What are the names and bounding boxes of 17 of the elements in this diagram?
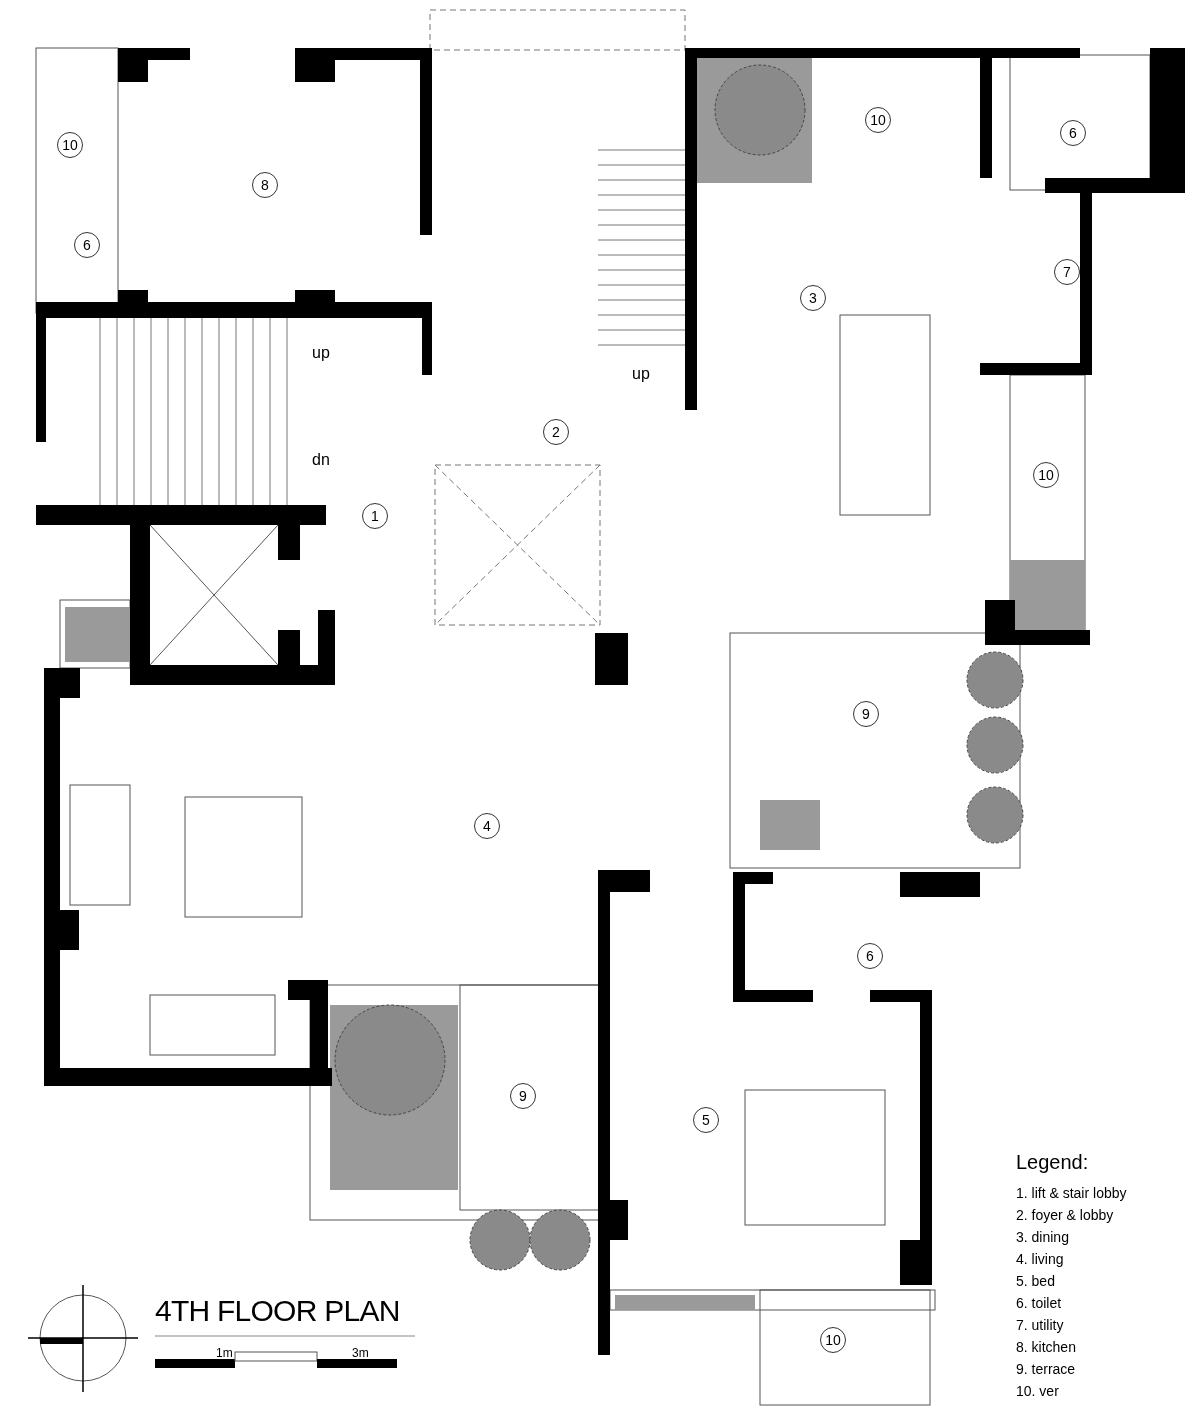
legend-item: 3. dining [1016, 1229, 1069, 1247]
plan-title: 4TH FLOOR PLAN [155, 1296, 400, 1326]
stair-direction-label: up [312, 343, 330, 363]
legend-item: 2. foyer & lobby [1016, 1207, 1114, 1225]
scale-label: 1m [216, 1346, 233, 1361]
legend-item: 7. utility [1016, 1317, 1064, 1335]
legend-item: 6. toilet [1016, 1295, 1062, 1313]
legend-item: 4. living [1016, 1251, 1064, 1269]
legend-item: 8. kitchen [1016, 1339, 1076, 1357]
legend-item: 1. lift & stair lobby [1016, 1185, 1127, 1203]
legend-item: 5. bed [1016, 1273, 1055, 1291]
stair-direction-label: up [632, 364, 650, 384]
legend-heading: Legend: [1016, 1150, 1089, 1175]
scale-label: 3m [352, 1346, 369, 1361]
legend-item: 9. terrace [1016, 1361, 1076, 1379]
stair-direction-label: dn [312, 450, 330, 470]
legend-item: 10. ver [1016, 1383, 1059, 1401]
